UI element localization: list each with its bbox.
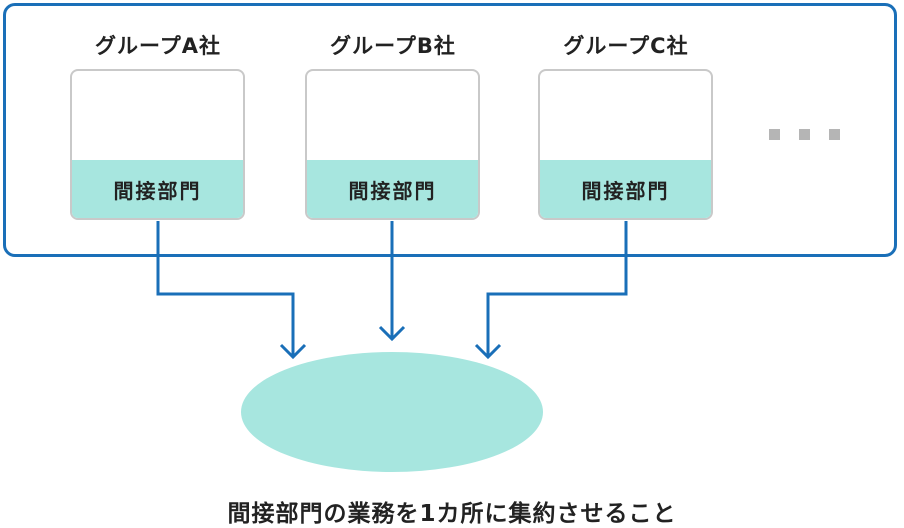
company-c-box: 間接部門 <box>538 69 713 220</box>
ellipsis-dot-icon <box>829 129 840 140</box>
ellipsis-dot-icon <box>799 129 810 140</box>
arrow-from-company-c <box>486 221 628 357</box>
company-c-dept-label: 間接部門 <box>540 160 711 218</box>
company-b-title: グループB社 <box>330 34 456 58</box>
company-a-box: 間接部門 <box>70 69 245 220</box>
shared-service-ellipse <box>241 352 543 472</box>
arrow-head-c-icon <box>474 343 502 360</box>
group-frame <box>3 3 897 257</box>
company-b-dept-label: 間接部門 <box>307 160 478 218</box>
company-b-box: 間接部門 <box>305 69 480 220</box>
ellipsis-dot-icon <box>769 129 780 140</box>
arrow-from-company-a <box>156 221 295 357</box>
company-c-title: グループC社 <box>563 34 689 58</box>
diagram-caption: 間接部門の業務を1カ所に集約させること <box>227 501 677 527</box>
company-a-title: グループA社 <box>95 34 221 58</box>
arrow-head-b-icon <box>378 325 406 342</box>
company-a-dept-label: 間接部門 <box>72 160 243 218</box>
arrow-head-a-icon <box>279 343 307 360</box>
